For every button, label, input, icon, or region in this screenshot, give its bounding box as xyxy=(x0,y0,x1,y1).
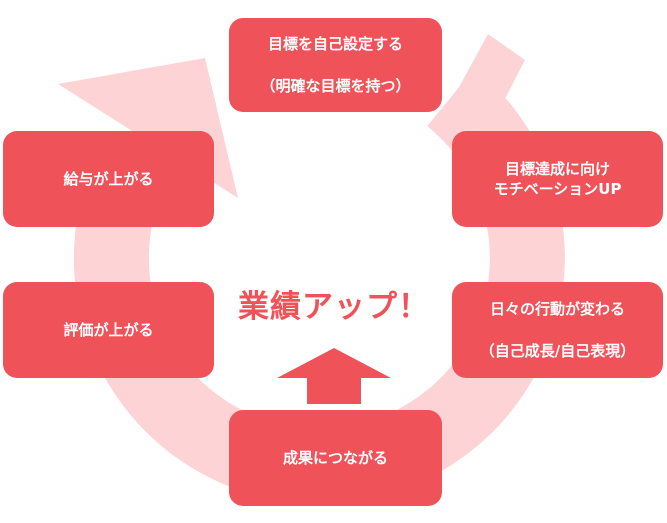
step-motivation-line1: 目標達成に向け xyxy=(504,160,610,178)
center-label: 業績アップ！ xyxy=(238,289,430,325)
step-daily-action-line1: 日々の行動が変わる xyxy=(489,300,625,318)
step-daily-action-line2: （自己成長/自己表現） xyxy=(479,342,636,360)
step-salary: 給与が上がる xyxy=(3,131,214,227)
step-salary-line1: 給与が上がる xyxy=(63,170,154,188)
up-arrow-icon xyxy=(277,348,391,404)
step-daily-action: 日々の行動が変わる （自己成長/自己表現） xyxy=(452,282,663,378)
step-motivation-line2: モチベーションUP xyxy=(493,180,622,198)
step-set-goal-line2: （明確な目標を持つ） xyxy=(260,77,411,95)
step-results: 成果につながる xyxy=(229,410,442,506)
step-set-goal: 目標を自己設定する （明確な目標を持つ） xyxy=(229,18,442,112)
step-evaluation-line1: 評価が上がる xyxy=(63,321,154,339)
cycle-ring-tail xyxy=(452,34,525,128)
step-results-line1: 成果につながる xyxy=(282,449,388,467)
step-set-goal-line1: 目標を自己設定する xyxy=(267,35,403,53)
step-motivation: 目標達成に向け モチベーションUP xyxy=(452,131,663,227)
step-evaluation: 評価が上がる xyxy=(3,282,214,378)
